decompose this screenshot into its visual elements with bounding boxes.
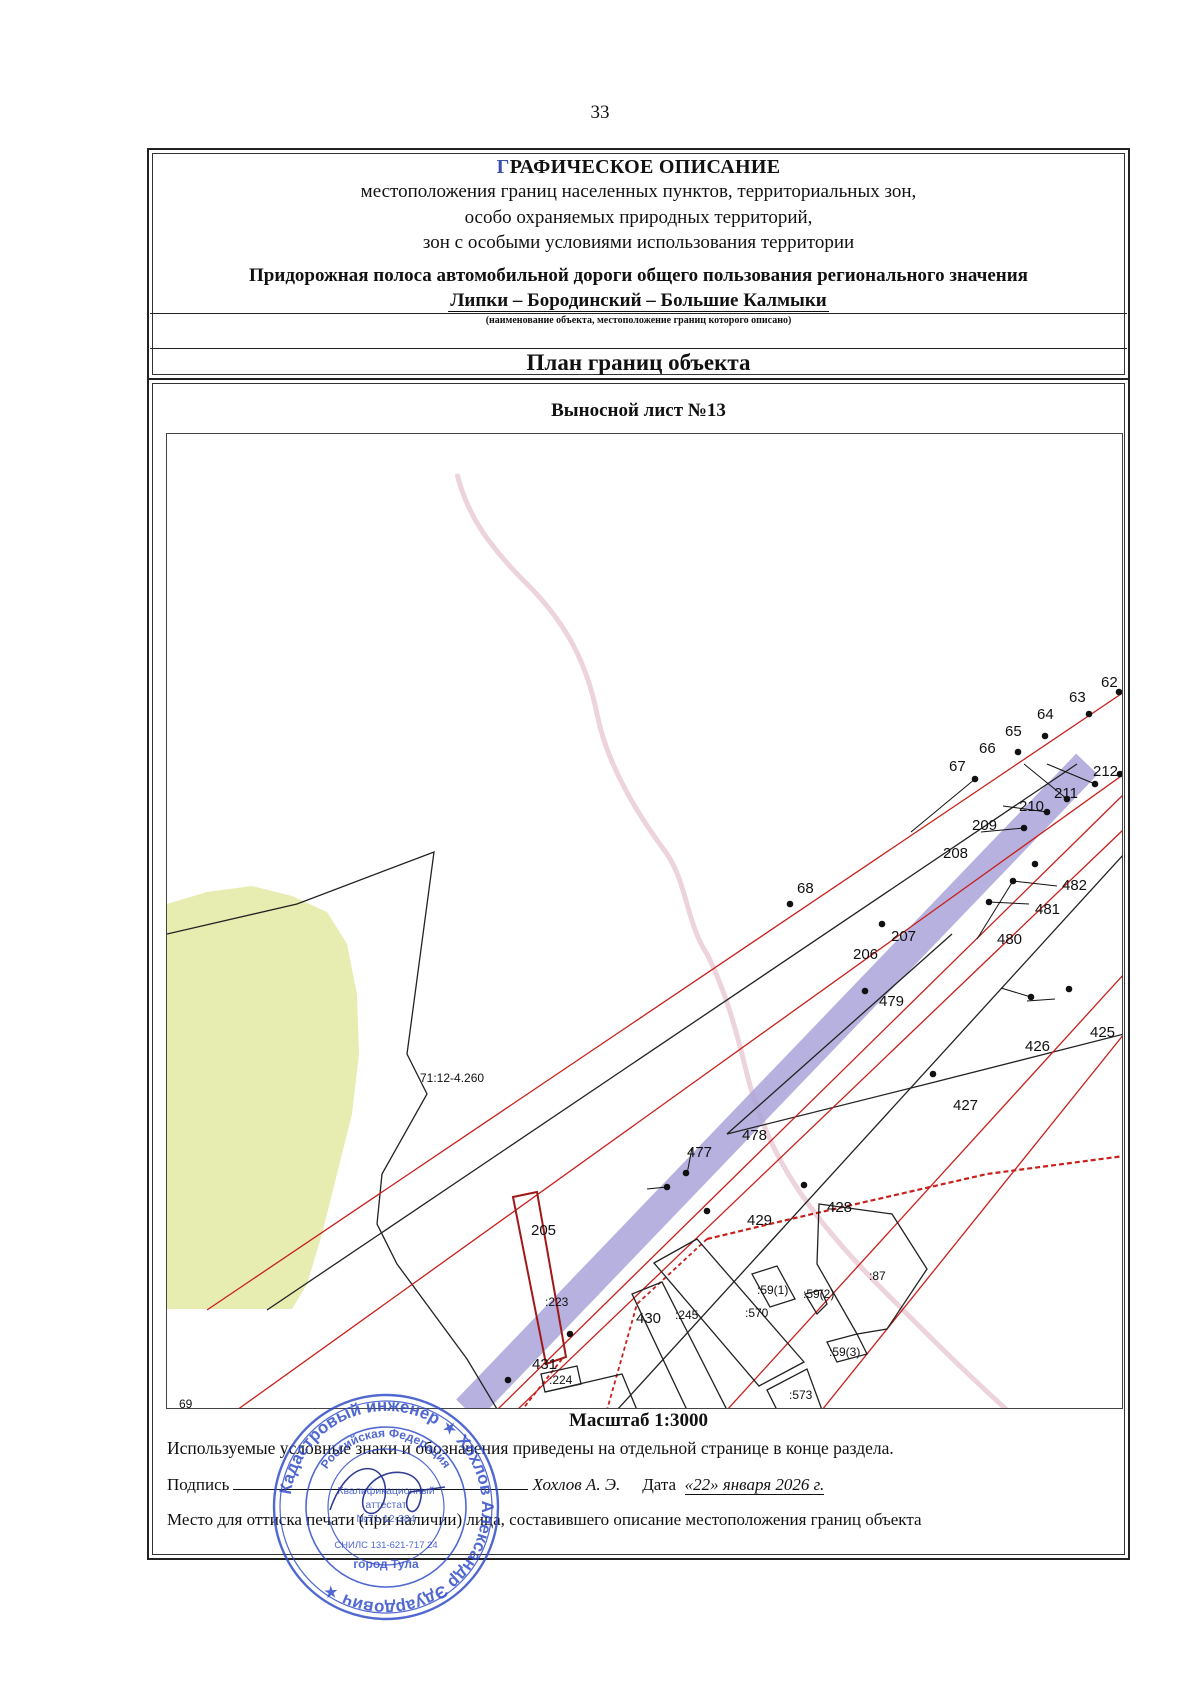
point-477: 477 <box>687 1144 712 1161</box>
parcel-59-1 <box>751 1265 796 1308</box>
point-478: 478 <box>742 1127 767 1144</box>
point-207: 207 <box>891 928 916 945</box>
document-title: ГРАФИЧЕСКОЕ ОПИСАНИЕ <box>496 156 781 178</box>
parcel-59-3 <box>826 1333 868 1363</box>
parcel-label-245: :245 <box>675 1308 699 1322</box>
point-211: 211 <box>1054 785 1078 802</box>
parcel-label-573: :573 <box>789 1388 813 1402</box>
parcel-570 <box>652 1238 806 1387</box>
point-68: 68 <box>797 880 814 897</box>
field-track <box>454 473 1009 1408</box>
dashed-boundary <box>706 1155 1122 1241</box>
point-63: 63 <box>1069 689 1086 706</box>
point-431: 431 <box>532 1356 557 1373</box>
parcel-label-87: :87 <box>869 1269 886 1283</box>
point-209: 209 <box>972 817 997 834</box>
dashed-boundary <box>522 1358 563 1408</box>
stamp-center-line-3: №71-12-384 <box>356 1513 415 1525</box>
point-479: 479 <box>879 993 904 1010</box>
signature-label: Подпись <box>167 1475 230 1494</box>
plan-title: План границ объекта <box>526 350 751 375</box>
stamp-center-line-2: аттестат <box>365 1499 406 1511</box>
stamp-note: Место для оттиска печати (при наличии) л… <box>167 1510 922 1529</box>
parcel-outline <box>726 933 953 1135</box>
roadside-boundary-line <box>238 774 1122 1408</box>
subtitle-line-3: зон с особыми условиями использования те… <box>422 232 855 253</box>
point-210: 210 <box>1019 798 1044 815</box>
page-number: 33 <box>590 102 610 123</box>
parcel-label-59-1: :59(1) <box>757 1283 788 1297</box>
point-426: 426 <box>1025 1038 1050 1055</box>
parcel-label-59-3: :59(3) <box>829 1345 860 1359</box>
parcel-label-224: :224 <box>549 1373 573 1387</box>
stamp-city: город Тула <box>353 1557 419 1571</box>
handwritten-signature <box>329 1467 446 1515</box>
object-route: Липки – Бородинский – Большие Калмыки <box>448 290 829 312</box>
point-480: 480 <box>997 931 1022 948</box>
map-scale: Масштаб 1:3000 <box>568 1410 709 1431</box>
parcel-label-223: :223 <box>545 1295 569 1309</box>
parcel-outline <box>544 1373 637 1408</box>
parcel-label-570: :570 <box>745 1306 769 1320</box>
parcel-245 <box>631 1281 727 1408</box>
point-67: 67 <box>949 758 966 775</box>
point-428: 428 <box>827 1199 852 1216</box>
road-axis <box>456 753 1098 1408</box>
object-caption: (наименование объекта, местоположение гр… <box>485 315 792 326</box>
date-label: Дата <box>642 1475 677 1494</box>
stamp-snils: СНИЛС 131-621-717 24 <box>334 1540 437 1551</box>
parcel-outline <box>617 855 1122 1408</box>
roadside-boundary-line <box>822 1035 1122 1408</box>
subtitle-line-2: особо охраняемых природных территорий, <box>464 207 813 228</box>
point-482: 482 <box>1062 877 1087 894</box>
divider <box>150 313 1127 314</box>
parcel-573 <box>766 1368 822 1408</box>
parcel-87 <box>816 1203 928 1335</box>
parcel-outline <box>266 763 1078 1311</box>
signature-line <box>233 1475 529 1490</box>
subtitle-line-1: местоположения границ населенных пунктов… <box>360 181 917 202</box>
point-65: 65 <box>1005 723 1022 740</box>
point-62: 62 <box>1101 674 1118 691</box>
boundary-map: 62 63 64 65 66 67 68 212 211 210 209 208… <box>166 433 1123 1409</box>
point-425: 425 <box>1090 1024 1115 1041</box>
legend-note: Используемые условные знаки и обозначени… <box>167 1438 894 1458</box>
point-205: 205 <box>531 1222 556 1239</box>
roadside-boundary-line <box>518 830 1122 1408</box>
parcel-label-59-2: :59(2) <box>803 1287 834 1301</box>
point-427: 427 <box>953 1097 978 1114</box>
parcel-label-main: 71:12-4.260 <box>420 1071 484 1085</box>
point-206: 206 <box>853 946 878 963</box>
point-212: 212 <box>1093 763 1118 780</box>
parcel-outline <box>167 851 498 1408</box>
point-208: 208 <box>943 845 968 862</box>
roadside-boundary-line <box>498 795 1122 1408</box>
roadside-boundary-line <box>206 692 1122 1311</box>
point-430: 430 <box>636 1310 661 1327</box>
leader-lines <box>646 763 1096 1190</box>
point-69: 69 <box>179 1397 193 1409</box>
parcel-223 <box>511 1190 568 1366</box>
sheet-title: Выносной лист №13 <box>551 400 726 421</box>
parcel-outline <box>726 1033 1122 1135</box>
signature-row: Подпись Хохлов А. Э. Дата «22» января 2026… <box>167 1475 825 1495</box>
parcel-59-2 <box>803 1289 828 1316</box>
point-429: 429 <box>747 1212 772 1229</box>
vegetation-area <box>167 886 359 1309</box>
point-64: 64 <box>1037 706 1054 723</box>
main-frame <box>147 378 1130 1560</box>
signer-name: Хохлов А. Э. <box>532 1475 621 1494</box>
object-name: Придорожная полоса автомобильной дороги … <box>249 265 1028 286</box>
seal-stamp: Кадастровый инженер ★ Хохлов Александр Э… <box>270 1392 502 1622</box>
point-66: 66 <box>979 740 996 757</box>
point-481: 481 <box>1035 901 1060 918</box>
roadside-boundary-line <box>727 975 1122 1408</box>
divider <box>150 348 1127 349</box>
signature-date: «22» января 2026 г. <box>684 1475 825 1495</box>
